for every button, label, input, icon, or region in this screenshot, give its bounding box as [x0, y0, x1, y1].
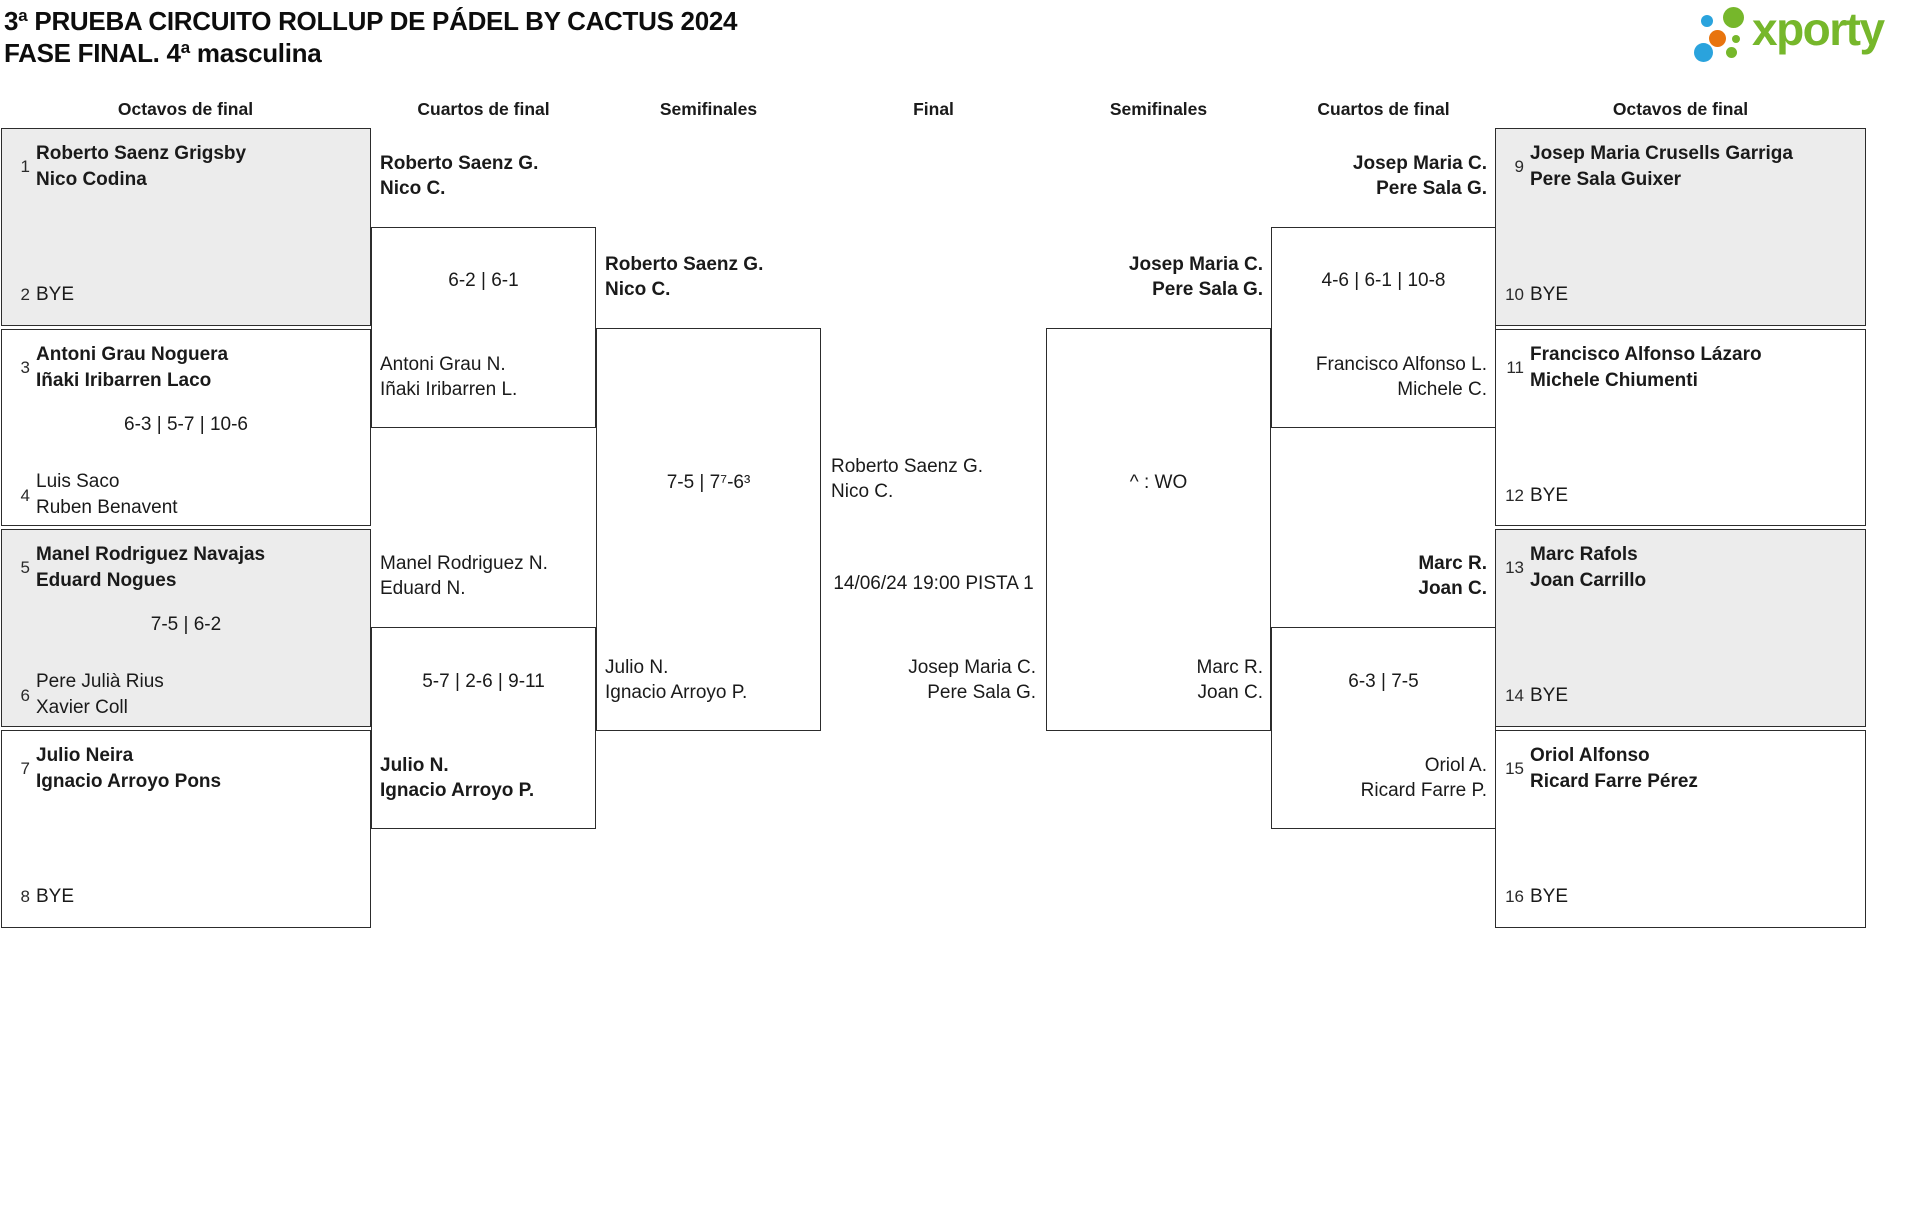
qf-left-2-score: 5-7 | 2-6 | 9-11	[422, 671, 545, 692]
logo-wordmark: xporty	[1752, 3, 1885, 55]
team-names: BYE	[1530, 485, 1569, 506]
seed-number: 10	[1505, 285, 1524, 304]
round-header-final: Final	[913, 99, 954, 119]
team-names: BYE	[36, 284, 75, 305]
team-names: BYE	[1530, 284, 1569, 305]
round-header-sf-left: Semifinales	[659, 99, 758, 119]
seed-number: 9	[1514, 157, 1524, 176]
qf-left-1-bottom-team-label: Antoni Grau N.Iñaki Iribarren L.	[380, 354, 518, 400]
qf-right-2-top-team-label: Marc R.Joan C.	[1418, 553, 1487, 599]
logo-dot-orange	[1709, 30, 1726, 47]
logo-dot-green-tiny	[1732, 35, 1740, 43]
qf-right-2-bottom-team-label: Oriol A.Ricard Farre P.	[1360, 755, 1487, 801]
seed-number: 6	[20, 686, 30, 705]
sf-left-top-team-label: Roberto Saenz G.Nico C.	[605, 254, 764, 300]
qf-left-2-top-team-label: Manel Rodriguez N.Eduard N.	[380, 553, 548, 599]
seed-number: 5	[20, 558, 30, 577]
match-box-qf-left-1	[371, 227, 596, 428]
team-names: BYE	[1530, 886, 1569, 907]
seed-number: 14	[1505, 686, 1524, 705]
match-score: 6-3 | 5-7 | 10-6	[124, 414, 248, 435]
qf-left-1-top-team-label: Roberto Saenz G.Nico C.	[380, 153, 539, 199]
logo-dot-green-large	[1723, 7, 1744, 28]
sf-left-score: 7-5 | 7⁷-6³	[666, 472, 751, 493]
match-box-sf-right	[1046, 328, 1271, 731]
team-names: BYE	[36, 886, 75, 907]
seed-number: 11	[1506, 358, 1524, 377]
logo-dot-blue-large	[1694, 43, 1713, 62]
sf-right-score: ^ : WO	[1129, 472, 1188, 493]
round-header-qf-left: Cuartos de final	[417, 99, 550, 119]
sf-right-bottom-team-label: Marc R.Joan C.	[1196, 657, 1264, 703]
final-top-team-label: Roberto Saenz G.Nico C.	[831, 456, 984, 502]
round-header-r16-left: Octavos de final	[117, 99, 254, 119]
seed-number: 12	[1505, 486, 1524, 505]
match-box-qf-right-2	[1271, 627, 1496, 829]
qf-right-2-score: 6-3 | 7-5	[1348, 671, 1419, 692]
seed-number: 8	[20, 887, 30, 906]
seed-number: 15	[1505, 759, 1524, 778]
qf-left-1-score: 6-2 | 6-1	[448, 270, 519, 291]
page-title-line1: 3ª PRUEBA CIRCUITO ROLLUP DE PÁDEL BY CA…	[4, 6, 738, 36]
qf-right-1-bottom-team-label: Francisco Alfonso L.Michele C.	[1315, 354, 1487, 400]
match-box-qf-left-2	[371, 627, 596, 829]
match-score: 7-5 | 6-2	[150, 614, 222, 635]
seed-number: 2	[20, 285, 30, 304]
page-title-line2: FASE FINAL. 4ª masculina	[4, 38, 322, 68]
seed-number: 3	[20, 358, 30, 377]
sf-right-top-team-label: Josep Maria C.Pere Sala G.	[1128, 254, 1263, 300]
round-header-sf-right: Semifinales	[1109, 99, 1208, 119]
match-box-sf-left	[596, 328, 821, 731]
qf-right-1-score: 4-6 | 6-1 | 10-8	[1321, 270, 1446, 291]
qf-right-1-top-team-label: Josep Maria C.Pere Sala G.	[1352, 153, 1487, 199]
xporty-logo[interactable]: xporty	[1685, 0, 1920, 66]
qf-left-2-bottom-team-label: Julio N.Ignacio Arroyo P.	[380, 755, 535, 801]
match-box-qf-right-1	[1271, 227, 1496, 428]
sf-left-bottom-team-label: Julio N.Ignacio Arroyo P.	[605, 657, 748, 703]
final-schedule-info: 14/06/24 19:00 PISTA 1	[833, 573, 1034, 594]
final-bottom-team-label: Josep Maria C.Pere Sala G.	[908, 657, 1036, 703]
logo-dot-green-small	[1726, 47, 1737, 58]
round-header-r16-right: Octavos de final	[1612, 99, 1749, 119]
seed-number: 16	[1505, 887, 1524, 906]
seed-number: 1	[20, 157, 30, 176]
seed-number: 4	[20, 486, 30, 505]
round-header-qf-right: Cuartos de final	[1317, 99, 1450, 119]
logo-dot-blue-small	[1701, 15, 1713, 27]
team-names: BYE	[1530, 685, 1569, 706]
seed-number: 13	[1505, 558, 1524, 577]
seed-number: 7	[20, 759, 30, 778]
